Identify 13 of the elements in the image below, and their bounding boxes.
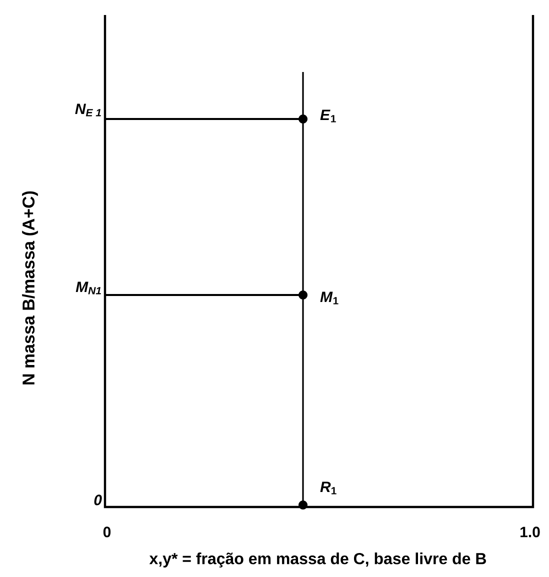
- point-label: M$_{1}$: [320, 292, 338, 304]
- point-marker: [298, 114, 308, 124]
- axis-title: x,y* = fração em massa de C, base livre de B: [149, 552, 486, 568]
- point-marker: [298, 500, 308, 510]
- point-label: E$_{1}$: [320, 110, 336, 122]
- point-marker: [298, 290, 308, 300]
- axis-value-label: 0: [94, 494, 102, 506]
- tick-label: 0: [103, 526, 111, 538]
- axis-title: N massa B/massa (A+C): [22, 191, 38, 384]
- axis-value-label: N$_{E 1}$: [75, 104, 101, 116]
- point-label: R$_{1}$: [320, 482, 336, 494]
- tick-label: 1.0: [520, 526, 540, 538]
- axis-value-label: M$_{N1}$: [76, 282, 101, 294]
